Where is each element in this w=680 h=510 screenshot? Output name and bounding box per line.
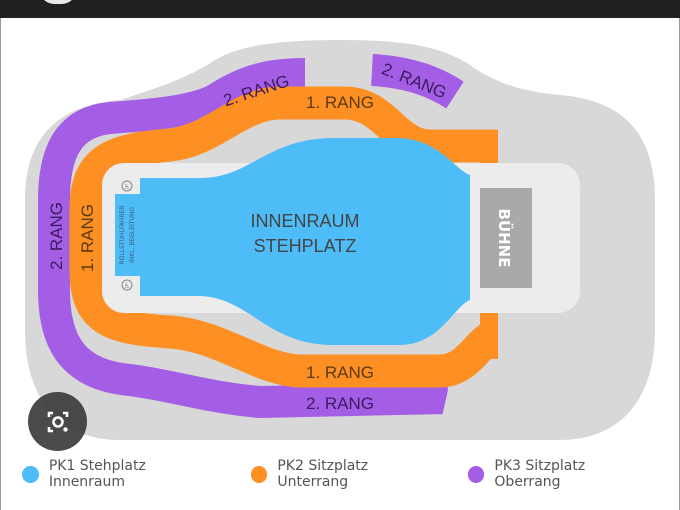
rang1-bottom-label: 1. RANG (306, 363, 374, 382)
legend-label: PK2 Sitzplatz Unterrang (277, 458, 369, 490)
orange-end-top (480, 130, 498, 163)
rang2-left-label: 2. RANG (47, 202, 66, 270)
legend-label: PK1 Stehplatz Innenraum (48, 458, 146, 490)
rang1-left-label: 1. RANG (78, 204, 97, 272)
top-bar-icon (40, 0, 76, 4)
viewer-top-bar (0, 0, 680, 18)
stage (480, 188, 532, 288)
stage-label: BÜHNE (495, 209, 514, 268)
rang1-top-label: 1. RANG (306, 93, 374, 112)
legend-dot-blue (22, 465, 39, 483)
section-2-rang-top-right[interactable] (370, 54, 464, 109)
legend-dot-purple (467, 465, 485, 483)
rang2-bottom-label: 2. RANG (306, 394, 374, 413)
lens-icon (47, 411, 68, 432)
innenraum-label: INNENRAUM (250, 211, 359, 231)
wheelchair-label-1: ROLLSTUHLFAHRER (119, 206, 126, 265)
legend-item-pk2: PK2 Sitzplatz Unterrang (250, 458, 442, 490)
section-innenraum[interactable] (140, 138, 470, 345)
section-1-rang[interactable] (69, 86, 501, 388)
legend: PK1 Stehplatz Innenraum PK2 Sitzplatz Un… (22, 458, 680, 490)
orange-end-bottom (480, 309, 498, 359)
section-wheelchair[interactable] (115, 194, 141, 276)
lens-search-button[interactable] (28, 392, 87, 451)
top-gap (318, 55, 360, 95)
legend-label: PK3 Sitzplatz Oberrang (494, 458, 586, 490)
wheelchair-label-2: INKL. BEGLEITUNG (129, 207, 136, 263)
legend-item-pk1: PK1 Stehplatz Innenraum (22, 458, 225, 490)
svg-text:♿: ♿ (124, 183, 130, 191)
wheelchair-icon: ♿ (121, 180, 133, 192)
section-2-rang[interactable] (38, 58, 449, 418)
stehplatz-label: STEHPLATZ (254, 236, 357, 256)
svg-text:♿: ♿ (124, 282, 130, 290)
legend-item-pk3: PK3 Sitzplatz Oberrang (467, 458, 654, 490)
legend-dot-orange (250, 465, 268, 483)
wheelchair-icon: ♿ (121, 279, 133, 291)
